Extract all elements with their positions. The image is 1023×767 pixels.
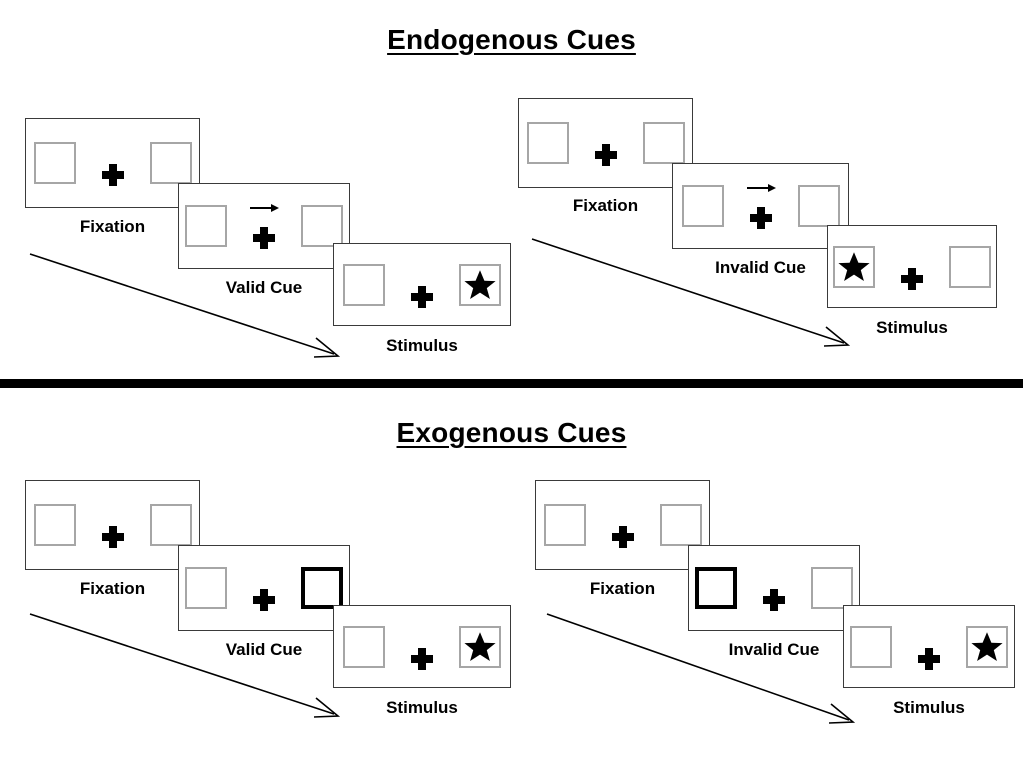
placeholder-box-right: [149, 142, 192, 184]
time-flow-arrow-icon: [29, 253, 341, 358]
fixation-center: [757, 565, 791, 611]
section-exogenous: Exogenous Cues Fixation: [0, 394, 1023, 767]
panel-valid-cue: [178, 545, 350, 631]
target-box-right: [966, 625, 1008, 668]
panel-valid-cue: [178, 183, 350, 269]
panel-label-invalid-cue: Invalid Cue: [715, 258, 806, 277]
placeholder-box-left: [681, 185, 724, 227]
fixation-center: [912, 624, 946, 670]
panel-label-fixation: Fixation: [572, 196, 639, 215]
star-icon: [971, 631, 1003, 661]
plus-icon: [101, 526, 124, 548]
section-title-endogenous: Endogenous Cues: [387, 24, 636, 55]
star-icon: [464, 269, 496, 299]
placeholder-box-right: [811, 567, 853, 609]
panel-label-fixation: Fixation: [79, 217, 146, 236]
fixation-center: [405, 624, 439, 670]
panel-label-valid-cue: Valid Cue: [225, 278, 303, 297]
panel-label-stimulus: Stimulus: [386, 336, 458, 355]
plus-icon: [411, 285, 433, 308]
fixation-center: [247, 565, 281, 611]
panel-stimulus: [333, 605, 511, 688]
cue-center: [247, 203, 281, 249]
plus-icon: [253, 589, 275, 611]
placeholder-box-left: [526, 122, 569, 164]
time-flow-arrow-icon: [29, 613, 341, 718]
target-box-right: [459, 625, 501, 668]
plus-icon: [918, 647, 940, 670]
placeholder-box-left: [33, 142, 76, 184]
plus-icon: [901, 267, 923, 290]
plus-icon: [594, 144, 617, 166]
fixation-center: [895, 244, 929, 290]
fixation-center: [589, 120, 623, 166]
panel-stimulus: [333, 243, 511, 326]
placeholder-box-right: [659, 504, 702, 546]
panel-fixation: [535, 480, 710, 570]
panel-label-invalid-cue: Invalid Cue: [728, 640, 820, 659]
panel-invalid-cue: [688, 545, 860, 631]
plus-icon: [763, 589, 785, 611]
cued-box-right: [301, 567, 343, 609]
star-icon: [464, 631, 496, 661]
fixation-center: [96, 502, 130, 548]
cue-center: [744, 183, 778, 229]
plus-icon: [611, 526, 634, 548]
star-icon: [838, 251, 870, 281]
panel-stimulus: [843, 605, 1015, 688]
placeholder-box-right: [949, 245, 991, 288]
section-endogenous: Endogenous Cues Fixation: [25, 24, 997, 358]
target-box-right: [459, 263, 501, 306]
placeholder-box-left: [343, 263, 385, 306]
panel-label-valid-cue: Valid Cue: [225, 640, 303, 659]
cued-box-left: [695, 567, 737, 609]
placeholder-box-left: [543, 504, 586, 546]
target-box-left: [833, 245, 875, 288]
placeholder-box-left: [185, 567, 227, 609]
panel-label-stimulus: Stimulus: [893, 698, 965, 717]
panel-label-fixation: Fixation: [79, 579, 146, 598]
placeholder-box-left: [33, 504, 76, 546]
placeholder-box-right: [149, 504, 192, 546]
panel-label-stimulus: Stimulus: [876, 318, 948, 337]
placeholder-box-right: [301, 205, 343, 247]
placeholder-box-left: [185, 205, 227, 247]
placeholder-box-right: [797, 185, 840, 227]
fixation-center: [405, 262, 439, 308]
panel-fixation: [518, 98, 693, 188]
plus-icon: [101, 164, 124, 186]
time-flow-arrow-icon: [546, 613, 856, 724]
panel-stimulus: [827, 225, 997, 308]
placeholder-box-right: [642, 122, 685, 164]
section-title-exogenous: Exogenous Cues: [396, 417, 627, 448]
arrow-right-icon: [746, 184, 776, 192]
panel-label-fixation: Fixation: [589, 579, 656, 598]
panel-fixation: [25, 118, 200, 208]
plus-icon: [749, 207, 772, 229]
arrow-right-icon: [250, 204, 279, 212]
section-divider: [0, 379, 1023, 388]
plus-icon: [253, 227, 275, 249]
panel-label-stimulus: Stimulus: [386, 698, 458, 717]
time-flow-arrow-icon: [531, 238, 851, 347]
placeholder-box-left: [850, 625, 892, 668]
panel-invalid-cue: [672, 163, 849, 249]
fixation-center: [96, 140, 130, 186]
fixation-center: [606, 502, 640, 548]
placeholder-box-left: [343, 625, 385, 668]
plus-icon: [411, 647, 433, 670]
panel-fixation: [25, 480, 200, 570]
